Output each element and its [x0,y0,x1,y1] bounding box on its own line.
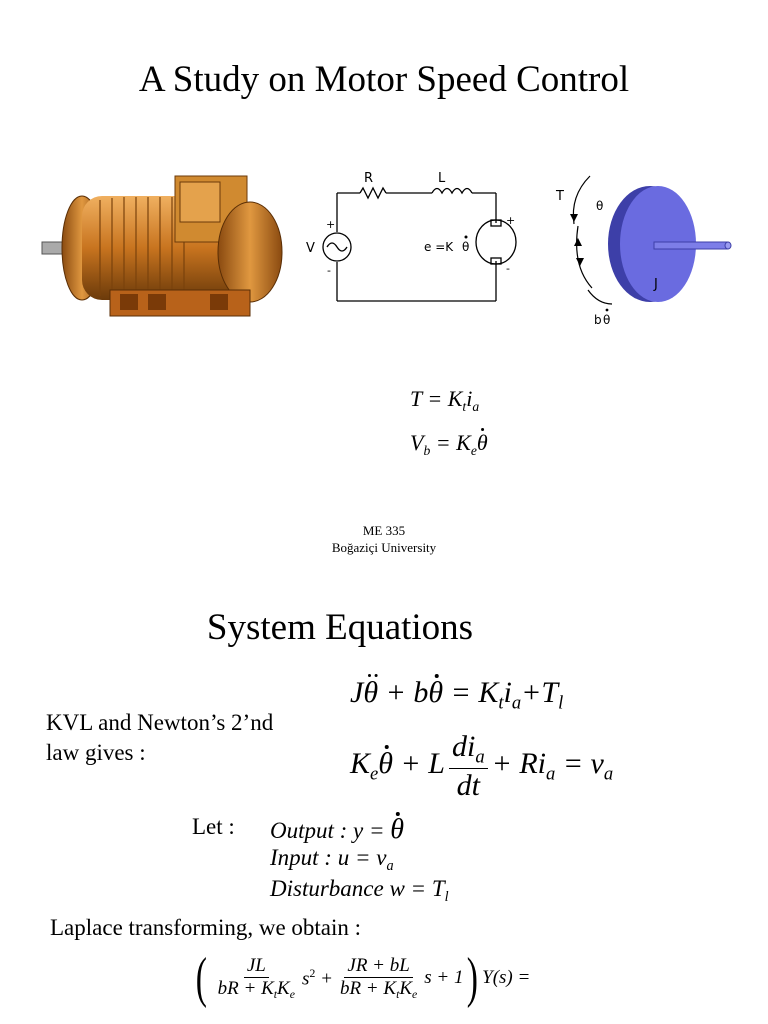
torque-equation: T = Ktia [410,386,480,414]
laplace-intro-text: Laplace transforming, we obtain : [50,915,362,940]
let-label: Let : [192,814,235,839]
back-emf-equation: Vb = Keθ [410,430,488,458]
source-minus-sign: - [327,264,331,277]
electric-motor-image [41,175,283,317]
slide2-title: System Equations [206,607,474,648]
torque-label: T [555,189,564,204]
slide1-title: A Study on Motor Speed Control [138,59,630,100]
inductor-label: L [438,171,446,186]
disturbance-definition: Disturbance w = Tl [270,876,449,905]
mechanical-equation: Jθ + bθ = Ktia+Tl [350,673,564,714]
damping-theta-label: θ [603,313,610,327]
back-emf-label: e =K [424,240,454,254]
inertia-label: J [653,277,658,292]
rotor-inertia-diagram: T θ J b θ [555,175,732,327]
motor-minus-sign: - [506,262,510,275]
back-emf-theta: θ [462,240,469,254]
output-definition: Output : y = θ [270,814,405,845]
resistor-label: R [364,171,373,186]
damping-b-label: b [594,313,602,327]
motor-plus-sign: + [506,214,515,227]
angle-label: θ [596,199,603,213]
source-plus-sign: + [326,218,335,231]
voltage-source-label: V [306,241,315,256]
university-name: Boğaziçi University [331,540,437,555]
course-code: ME 335 [362,523,406,538]
armature-circuit-diagram: R L V + - e =K θ + - [306,171,517,302]
kvl-intro-text: KVL and Newton’s 2’nd law gives : [46,710,274,765]
input-definition: Input : u = va [270,845,394,874]
